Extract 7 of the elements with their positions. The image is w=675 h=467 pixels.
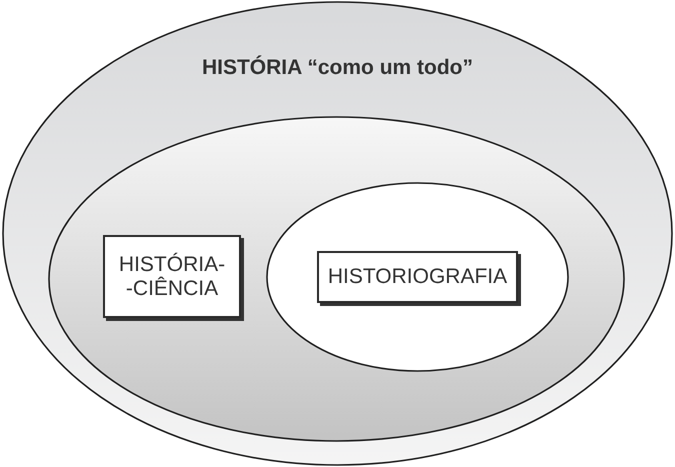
concept-label: HISTORIOGRAFIA bbox=[328, 265, 508, 289]
concept-label: HISTÓRIA- -CIÊNCIA bbox=[118, 252, 226, 300]
middle-ellipse bbox=[48, 116, 625, 442]
inner-ellipse bbox=[266, 182, 569, 372]
concept-box bbox=[103, 235, 241, 318]
concept-box bbox=[317, 251, 518, 303]
heading-text: HISTÓRIA “como um todo” bbox=[202, 56, 474, 80]
